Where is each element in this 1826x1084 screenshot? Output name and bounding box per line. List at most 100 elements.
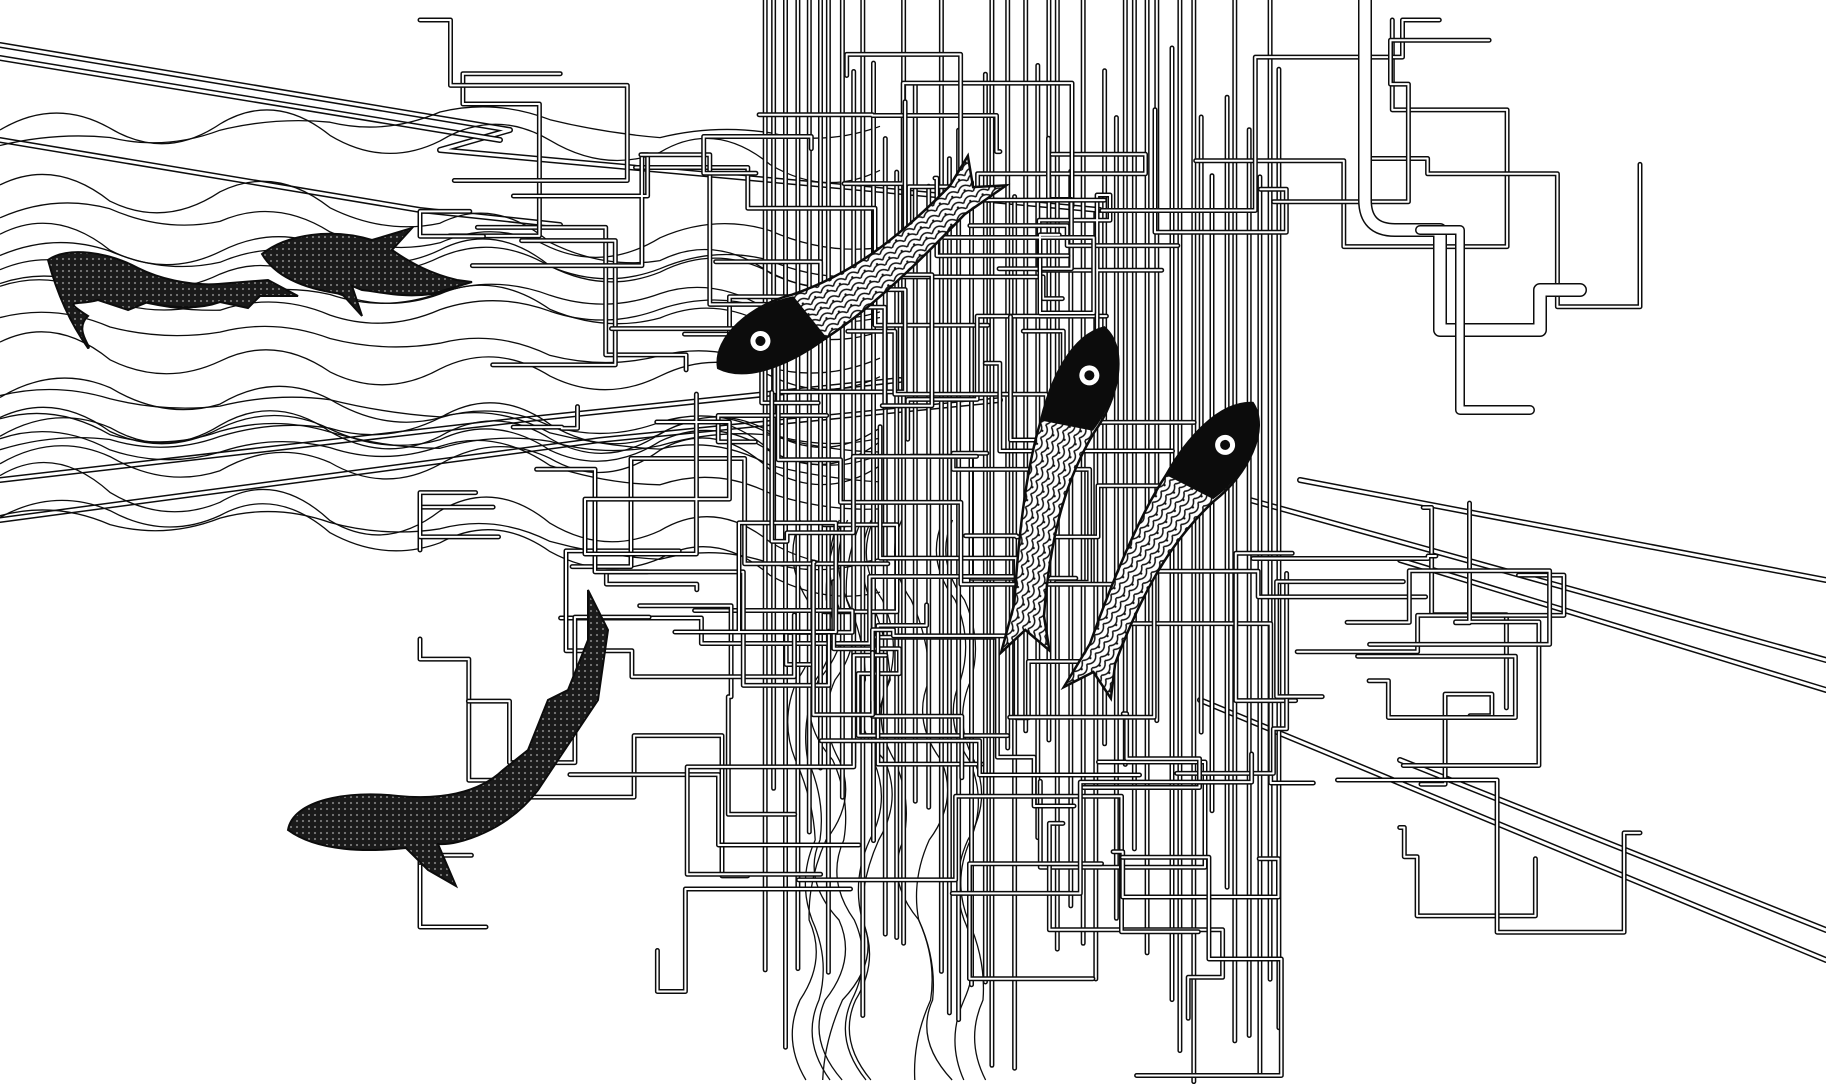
pipe-segment-inner [1039, 761, 1206, 869]
whale-icon [46, 251, 299, 350]
pipe-segment-inner [1275, 580, 1405, 698]
pipe-segment-inner [686, 654, 887, 876]
pipe-segment-inner [1336, 779, 1641, 934]
pipe-segment [417, 504, 496, 553]
pipe-lattice [417, 0, 1643, 1084]
pipe-segment-inner [879, 275, 1064, 300]
pipe-segment-inner [0, 43, 1102, 212]
pipe-segment-inner [559, 575, 1049, 645]
pipe-segment-inner [0, 398, 1002, 522]
pipe-segment-inner [1272, 39, 1491, 203]
seaweed-strand [0, 106, 881, 147]
seaweed-strand [0, 431, 881, 510]
pipe-segment-inner [565, 549, 796, 678]
pipe-segment-inner [984, 362, 1174, 452]
seaweed-strand [0, 499, 881, 597]
seaweed-strand [0, 509, 881, 571]
pipe-segment-inner [419, 210, 485, 238]
pipe-segment-inner [1416, 226, 1534, 414]
pipe-segment-inner [1398, 826, 1537, 917]
pipe-segment-inner [1402, 502, 1540, 767]
pipe-segment-inner [1346, 569, 1551, 646]
pipe-segment-inner [906, 315, 1108, 441]
pipe-segment-inner [419, 854, 487, 928]
pipe-segment-inner [758, 113, 1001, 153]
pipe-segment [1397, 825, 1538, 919]
pipe-segment [1358, 0, 1587, 337]
pipe-segment-inner [471, 153, 649, 267]
seaweed-strand [0, 377, 881, 448]
pipe-segment-inner [568, 773, 860, 846]
pipe-segment-inner [822, 523, 898, 613]
pipe-segment-inner [1121, 856, 1283, 1077]
pipe-segment-inner [571, 457, 889, 568]
seaweed-strand [0, 202, 881, 258]
pipe-segment-inner [770, 391, 978, 543]
pipe-segment-inner [1248, 498, 1826, 662]
whale-icon [260, 226, 473, 317]
pipe-segment-inner [584, 393, 731, 555]
pipe-segment-inner [1398, 758, 1826, 932]
pipe-segment-inner [1296, 574, 1565, 653]
pipe-segment-inner [1008, 570, 1427, 719]
pipe-segment-inner [1422, 506, 1508, 709]
pipe-segment-inner [812, 561, 874, 716]
koi-fish-icon [998, 326, 1120, 657]
pipe-segment-inner [1114, 622, 1315, 784]
pipe-segment-inner [1366, 157, 1641, 308]
pipe-segment [603, 569, 700, 593]
pipe-segment [474, 224, 689, 373]
pipe-segment-inner [871, 628, 1009, 779]
pipe-segment-inner [634, 166, 989, 327]
pipe-segment-inner [1356, 655, 1517, 719]
koi-fish-icon [1060, 401, 1260, 702]
pipe-segment-inner [491, 239, 617, 366]
pipe-segment-inner [476, 226, 688, 371]
pipe-segment [1400, 500, 1542, 768]
pipe-segment-inner [797, 795, 1200, 933]
pipe-segment-inner [1251, 555, 1437, 560]
pipe-segment-inner [876, 603, 983, 766]
pipe-segment-inner [656, 888, 852, 993]
pipe-segment [1152, 107, 1289, 235]
pipe-segment [1420, 505, 1509, 711]
pipe-segment-inner [1112, 850, 1280, 898]
seaweed-strand [0, 412, 881, 453]
pipe-segment-inner [1194, 19, 1509, 248]
pipe-segment-inner [820, 739, 1141, 776]
koi-fish-icon [716, 152, 1011, 375]
pipe-segment-inner [448, 72, 562, 237]
seaweed-strand [0, 461, 881, 565]
pipe-segment [1046, 820, 1226, 1021]
pipe-segment-inner [419, 491, 500, 538]
background-pipes [0, 42, 1826, 963]
pipe-segment [1271, 37, 1492, 205]
pipe-segment-inner [845, 53, 1106, 202]
pipe-segment-inner [535, 468, 830, 687]
pipe-segment [567, 772, 862, 848]
seaweed-strand [0, 173, 881, 288]
pipe-segment-inner [419, 19, 629, 182]
seaweed-strand [0, 241, 881, 280]
pipe-segment-inner [832, 580, 1009, 737]
seaweed-strand [945, 519, 983, 1081]
pipe-segment [469, 152, 651, 269]
pipe-segment-inner [1048, 822, 1224, 1020]
seaweed-strand [0, 437, 881, 486]
seaweed-strand [0, 388, 881, 483]
whale-icon [286, 589, 610, 889]
pipe-segment-inner [1154, 108, 1288, 234]
pipe-segment [1335, 777, 1643, 935]
pipe-segment-inner [1198, 698, 1826, 962]
pipe-segment-inner [976, 153, 1147, 192]
pipe-segment-inner [673, 521, 837, 633]
pipe-segment-inner [605, 570, 698, 591]
pipe-segment-inner [419, 506, 495, 551]
pipe-segment-inner [0, 56, 502, 142]
pipe-segment-inner [843, 82, 1073, 208]
pipe-segment-inner [1100, 19, 1441, 212]
pipe-segment-inner [512, 405, 579, 430]
pipe-segment-inner [964, 484, 1227, 538]
